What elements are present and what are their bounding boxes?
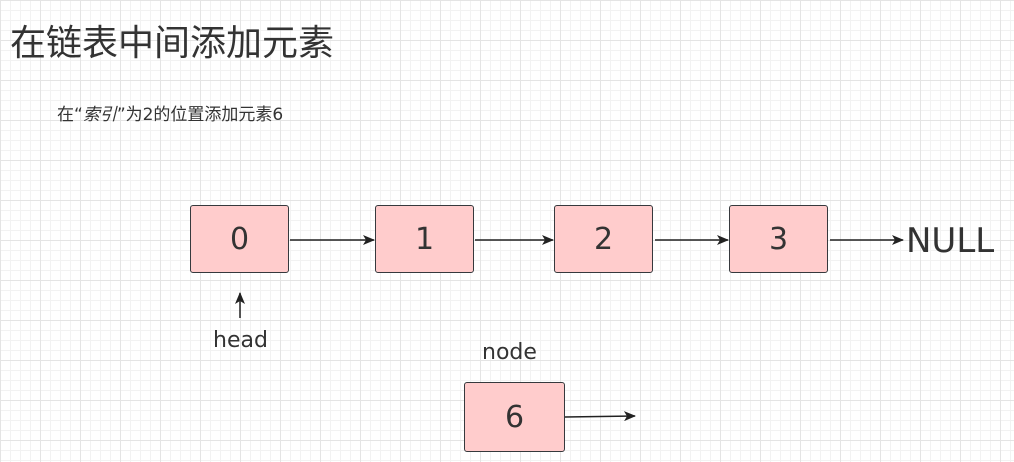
subtitle-prefix: 在“: [57, 105, 83, 125]
new-node-next-arrow: [564, 411, 636, 422]
new-node-label: node: [482, 340, 537, 365]
list-node-1: 1: [375, 205, 474, 273]
list-node-2: 2: [554, 205, 653, 273]
diagram-title: 在链表中间添加元素: [10, 23, 335, 64]
new-node-6: 6: [464, 382, 565, 452]
diagram-subtitle: 在“索引”为2的位置添加元素6: [57, 100, 283, 125]
head-label: head: [213, 328, 268, 353]
null-label: NULL: [906, 221, 995, 261]
subtitle-italic: 索引: [82, 105, 117, 125]
subtitle-suffix: ”为2的位置添加元素6: [116, 105, 284, 125]
list-node-3: 3: [729, 205, 828, 273]
list-node-0: 0: [190, 205, 289, 273]
